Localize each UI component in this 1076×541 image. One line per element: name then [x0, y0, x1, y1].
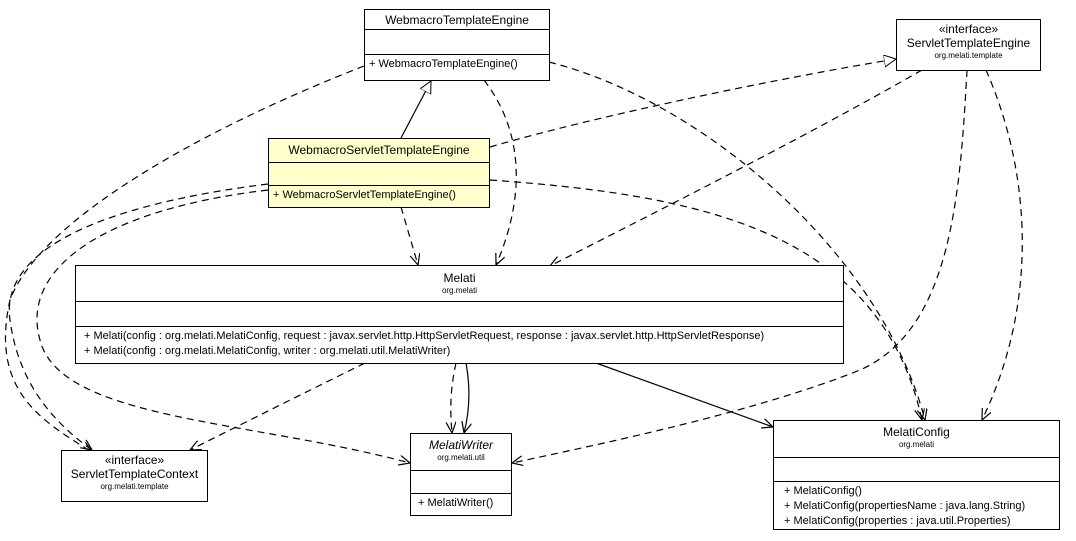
edge-wste-melaticonfig: [489, 179, 922, 420]
class-name: MelatiConfig: [883, 425, 950, 439]
operations-section: + MelatiConfig() + MelatiConfig(properti…: [774, 481, 1059, 530]
class-header: Melati org.melati: [76, 266, 843, 301]
class-header: MelatiWriter org.melati.util: [411, 434, 511, 470]
stereotype-label: «interface»: [104, 453, 165, 467]
class-name: Melati: [443, 271, 476, 285]
interface-servlet-template-context[interactable]: «interface» ServletTemplateContext org.m…: [61, 450, 208, 502]
attributes-section: [774, 457, 1059, 481]
class-webmacro-template-engine[interactable]: WebmacroTemplateEngine + WebmacroTemplat…: [364, 9, 550, 81]
class-header: «interface» ServletTemplateEngine org.me…: [897, 20, 1040, 64]
operation: + MelatiConfig(propertiesName : java.lan…: [784, 500, 1026, 512]
class-header: WebmacroTemplateEngine: [365, 10, 549, 29]
edge-wste-implements-ste: [489, 59, 896, 148]
package-name: org.melati.util: [437, 453, 485, 462]
class-name: MelatiWriter: [428, 438, 493, 452]
interface-servlet-template-engine[interactable]: «interface» ServletTemplateEngine org.me…: [896, 19, 1041, 71]
edge-wte-servlettemplatecontext: [4, 65, 365, 452]
operation: + WebmacroServletTemplateEngine(): [273, 189, 456, 201]
operation: + MelatiWriter(): [418, 497, 494, 509]
package-name: org.melati: [441, 286, 478, 295]
package-name: org.melati.template: [934, 51, 1003, 60]
edge-melati-melaticonfig-assoc: [595, 362, 773, 427]
class-melati-writer[interactable]: MelatiWriter org.melati.util + MelatiWri…: [410, 433, 512, 516]
package-name: org.melati.template: [100, 482, 169, 491]
edge-wste-extends-wte: [400, 81, 432, 139]
operations-section: + WebmacroTemplateEngine(): [365, 54, 549, 73]
edge-melati-melatiwriter-dep: [451, 362, 456, 433]
class-melati[interactable]: Melati org.melati + Melati(config : org.…: [75, 265, 844, 364]
edge-wste-melati: [400, 206, 418, 265]
attributes-section: [76, 301, 843, 326]
class-header: MelatiConfig org.melati: [774, 421, 1059, 457]
operation: + Melati(config : org.melati.MelatiConfi…: [84, 345, 451, 357]
attributes-section: [269, 162, 489, 185]
class-name: ServletTemplateEngine: [906, 36, 1031, 50]
class-name: WebmacroTemplateEngine: [385, 13, 529, 27]
operations-section: + MelatiWriter(): [411, 493, 511, 512]
edge-wte-melaticonfig: [548, 61, 925, 420]
class-webmacro-servlet-template-engine[interactable]: WebmacroServletTemplateEngine + Webmacro…: [268, 138, 490, 208]
class-melati-config[interactable]: MelatiConfig org.melati + MelatiConfig()…: [773, 420, 1060, 530]
operations-section: + WebmacroServletTemplateEngine(): [269, 185, 489, 204]
class-name: ServletTemplateContext: [70, 467, 199, 481]
attributes-section: [365, 29, 549, 54]
class-header: WebmacroServletTemplateEngine: [269, 139, 489, 162]
class-header: «interface» ServletTemplateContext org.m…: [62, 451, 207, 495]
edge-melati-melatiwriter-assoc: [464, 362, 469, 433]
stereotype-label: «interface»: [938, 22, 999, 36]
class-name: WebmacroServletTemplateEngine: [288, 143, 470, 157]
operations-section: + Melati(config : org.melati.MelatiConfi…: [76, 326, 843, 360]
operation: + Melati(config : org.melati.MelatiConfi…: [84, 330, 765, 342]
operation: + MelatiConfig(): [784, 485, 862, 497]
operation: + MelatiConfig(properties : java.util.Pr…: [784, 515, 1011, 527]
edge-ste-melaticonfig: [982, 69, 1023, 420]
edge-ste-melatiwriter: [512, 69, 968, 463]
edge-ste-melati: [550, 69, 923, 266]
operation: + WebmacroTemplateEngine(): [369, 58, 518, 70]
edge-wte-melati: [483, 79, 517, 265]
edge-wste-melatiwriter: [36, 189, 410, 463]
attributes-section: [411, 470, 511, 493]
package-name: org.melati: [898, 440, 935, 449]
edge-melati-servlettemplatecontext: [190, 362, 366, 450]
